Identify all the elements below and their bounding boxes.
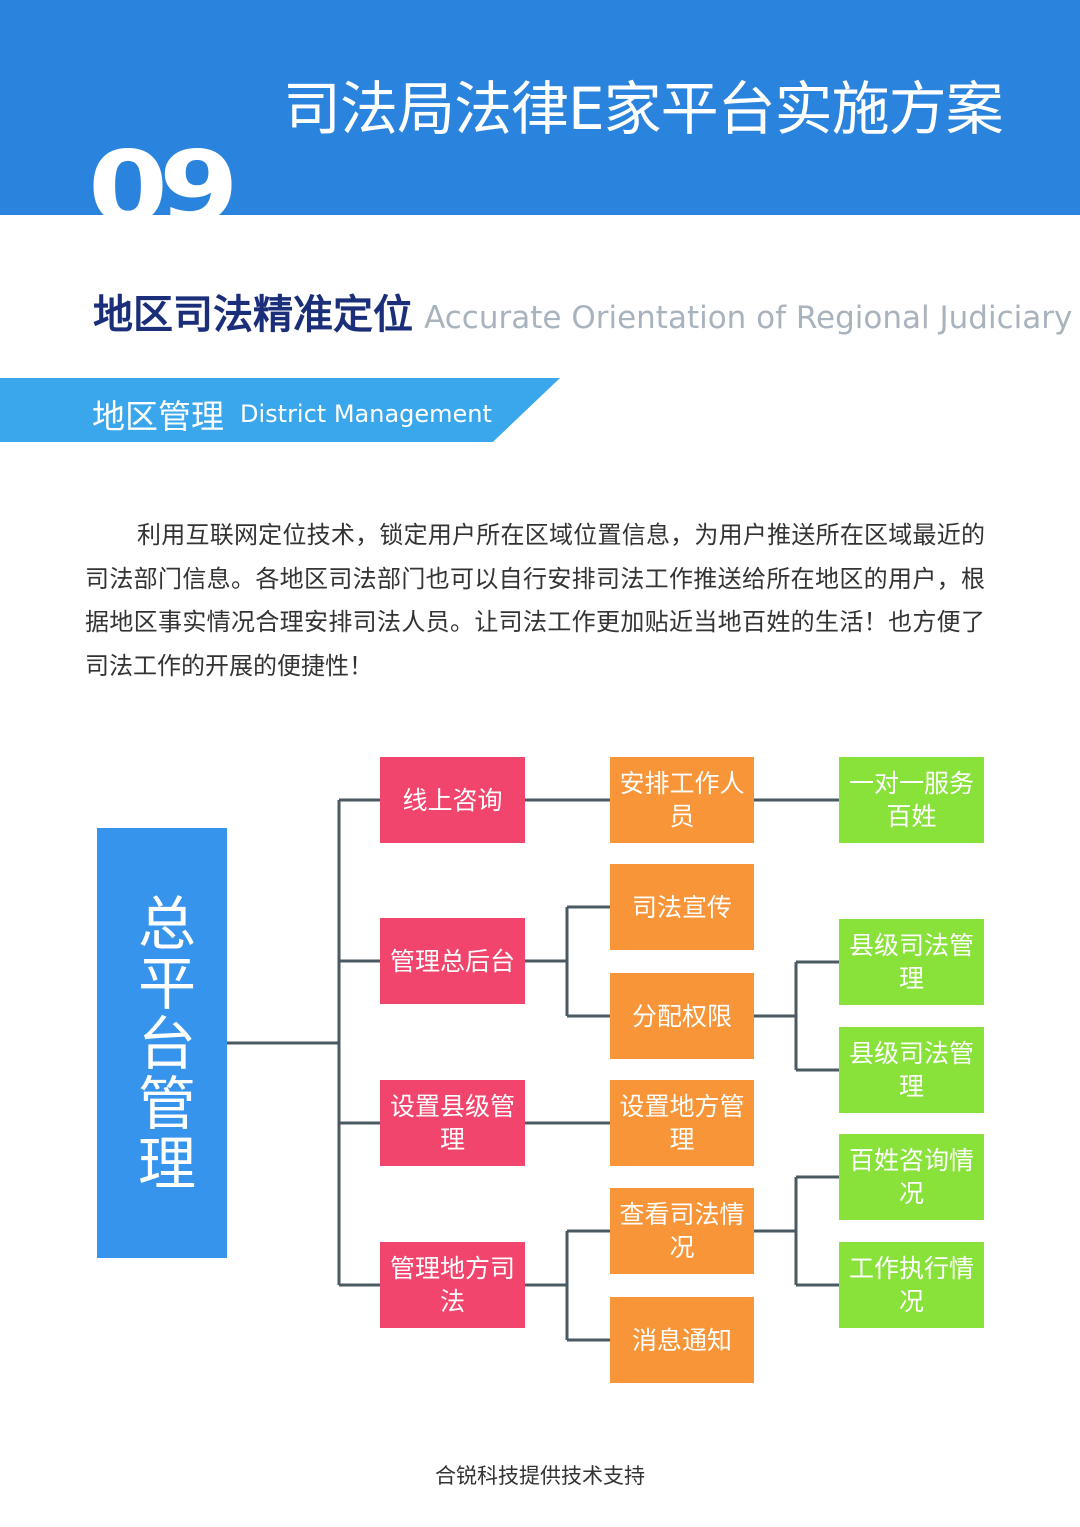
page-number: 09 [88, 129, 239, 246]
document-title: 司法局法律E家平台实施方案 [283, 75, 1004, 143]
section-title-en: Accurate Orientation of Regional Judicia… [424, 300, 1073, 336]
node-online-consult: 线上咨询 [380, 757, 525, 843]
subsection-title-en: District Management [240, 400, 492, 428]
node-legal-promotion: 司法宣传 [610, 864, 754, 950]
node-admin-backend: 管理总后台 [380, 918, 525, 1004]
node-public-consult: 百姓咨询情况 [839, 1134, 984, 1220]
node-local-judiciary: 管理地方司法 [380, 1242, 525, 1328]
node-one-on-one: 一对一服务百姓 [839, 757, 984, 843]
node-county-admin-b: 县级司法管理 [839, 1027, 984, 1113]
section-title-cn: 地区司法精准定位 [93, 292, 413, 338]
diagram-root-node: 总平台管理 [97, 828, 227, 1258]
node-assign-staff: 安排工作人员 [610, 757, 754, 843]
node-notifications: 消息通知 [610, 1297, 754, 1383]
node-work-execution: 工作执行情况 [839, 1242, 984, 1328]
subsection-title-cn: 地区管理 [92, 397, 224, 436]
header-band [0, 0, 1080, 215]
node-assign-permissions: 分配权限 [610, 973, 754, 1059]
section-title: 地区司法精准定位 Accurate Orientation of Regiona… [93, 282, 1072, 340]
footer-credit: 合锐科技提供技术支持 [435, 1464, 645, 1488]
node-county-setup: 设置县级管理 [380, 1080, 525, 1166]
subsection-banner: 地区管理 District Management [0, 378, 560, 442]
node-county-admin-a: 县级司法管理 [839, 919, 984, 1005]
body-paragraph: 利用互联网定位技术，锁定用户所在区域位置信息，为用户推送所在区域最近的司法部门信… [85, 521, 985, 680]
node-local-setup: 设置地方管理 [610, 1080, 754, 1166]
node-view-status: 查看司法情况 [610, 1188, 754, 1274]
